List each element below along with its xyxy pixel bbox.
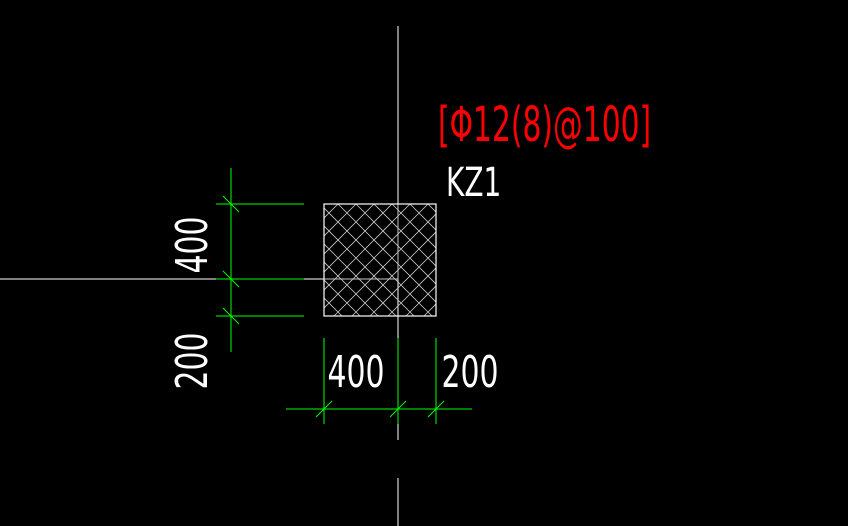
hatch-line [324, 204, 411, 291]
column-outline [323, 203, 437, 317]
hatch-line [405, 285, 436, 316]
hatch-line [324, 243, 397, 316]
tick-top [222, 195, 240, 213]
tick-left [315, 400, 333, 418]
hatch-line [324, 297, 343, 316]
column-inner-edge [324, 204, 399, 280]
column-hatch [208, 204, 648, 316]
hatch-line [324, 204, 375, 255]
hatch-line [423, 303, 436, 316]
horizontal-dimension [286, 338, 472, 424]
hatch-line [482, 204, 594, 316]
hatch-line [427, 204, 436, 213]
hatch-line [369, 249, 436, 316]
dimension-texts: 400 200 400 200 [166, 216, 498, 397]
hatch-line [324, 204, 393, 273]
horizontal-dimension-left-text: 400 [327, 346, 384, 397]
column-section[interactable] [100, 203, 648, 317]
horizontal-dimension-right-text: 200 [441, 346, 498, 397]
hatch-line [391, 204, 436, 249]
tick-right [427, 400, 445, 418]
vertical-dimension [216, 168, 304, 352]
hatch-line [337, 204, 436, 303]
hatch-line [324, 207, 433, 316]
hatch-line [355, 204, 436, 285]
hatch-line [324, 204, 339, 219]
hatch-line [351, 231, 436, 316]
hatch-line [446, 204, 558, 316]
hatch-line [324, 261, 379, 316]
column-label[interactable]: KZ1 [446, 160, 501, 206]
vertical-dimension-upper-text: 400 [166, 216, 217, 273]
hatch-line [536, 204, 648, 316]
hatch-line [373, 204, 436, 267]
hatch-line [324, 225, 415, 316]
hatch-line [409, 204, 436, 231]
tick-bottom [222, 307, 240, 325]
hatch-line [500, 204, 612, 316]
stirrup-annotation[interactable]: [Φ12(8)@100] [438, 98, 651, 153]
hatch-line [333, 213, 436, 316]
hatch-line [464, 204, 576, 316]
tick-center [389, 400, 407, 418]
hatch-line [324, 315, 325, 316]
vertical-dimension-lower-text: 200 [166, 332, 217, 389]
hatch-line [208, 204, 320, 316]
hatch-line [324, 204, 357, 237]
tick-middle [222, 270, 240, 288]
hatch-line [387, 267, 436, 316]
hatch-line [324, 279, 361, 316]
hatch-line [324, 204, 429, 309]
hatch-line [518, 204, 630, 316]
